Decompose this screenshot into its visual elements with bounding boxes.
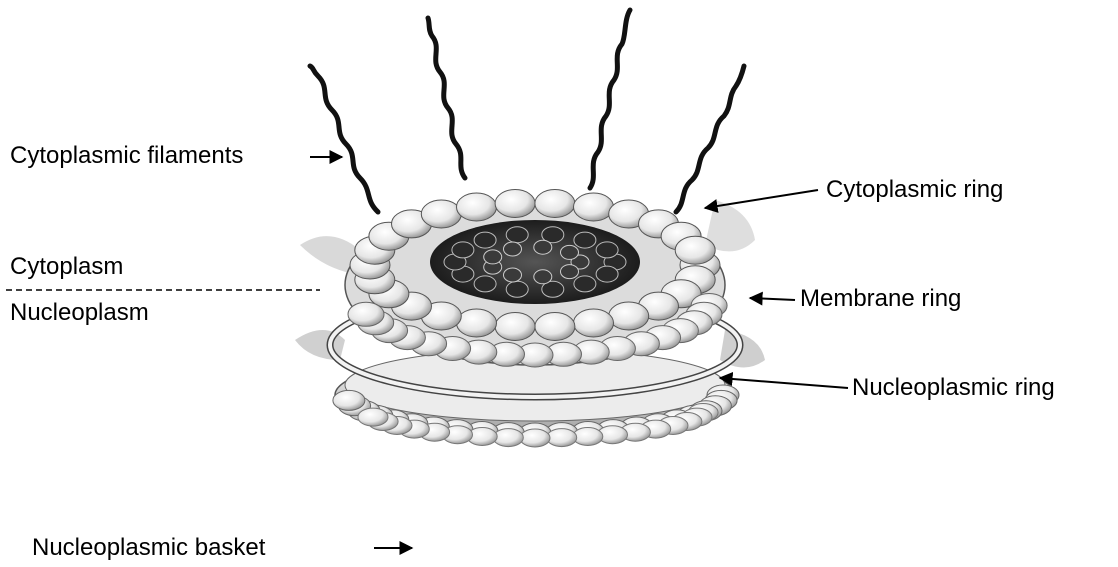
channel-subunit <box>534 270 552 284</box>
cytoplasmic-subunit <box>535 313 575 341</box>
label-nucleoplasmic-ring: Nucleoplasmic ring <box>852 376 1055 400</box>
channel-subunit <box>574 276 596 292</box>
label-nucleoplasmic-basket: Nucleoplasmic basket <box>32 536 265 560</box>
cytoplasmic-subunit <box>495 313 535 341</box>
cytoplasmic-subunit <box>574 193 614 221</box>
arrow-nucleoplasmic-ring <box>720 378 848 388</box>
channel-subunit <box>596 266 618 282</box>
nucleoplasmic-subunit <box>493 429 523 447</box>
cytoplasmic-subunit <box>421 200 461 228</box>
cytoplasmic-subunit <box>348 302 384 326</box>
cytoplasmic-subunit <box>609 302 649 330</box>
channel-subunit <box>596 242 618 258</box>
channel-subunit <box>561 265 579 279</box>
filament-1 <box>310 66 378 212</box>
cytoplasmic-subunit <box>574 309 614 337</box>
label-cytoplasm: Cytoplasm <box>10 255 123 279</box>
channel-subunit <box>504 242 522 256</box>
nucleoplasmic-subunit <box>547 429 577 447</box>
channel-subunit <box>561 245 579 259</box>
channel-subunit <box>474 232 496 248</box>
cytoplasmic-subunit <box>457 193 497 221</box>
nucleoplasmic-subunit <box>520 429 550 447</box>
label-cytoplasmic-ring: Cytoplasmic ring <box>826 178 1003 202</box>
nucleoplasmic-subunit <box>333 390 365 410</box>
channel-subunit <box>484 250 502 264</box>
cytoplasmic-filaments <box>310 10 744 212</box>
cytoplasmic-subunit <box>457 309 497 337</box>
channel-subunit <box>504 268 522 282</box>
channel-subunit <box>506 281 528 297</box>
channel-subunit <box>534 240 552 254</box>
channel-subunit <box>506 227 528 243</box>
filament-4 <box>676 66 744 212</box>
nucleoplasmic-subunit <box>358 408 388 426</box>
channel-subunit <box>474 276 496 292</box>
label-cytoplasmic-filaments: Cytoplasmic filaments <box>10 144 243 168</box>
cytoplasmic-subunit <box>675 236 715 264</box>
channel-subunit <box>574 232 596 248</box>
filament-3 <box>590 10 630 188</box>
nucleoplasmic-subunit <box>573 428 603 446</box>
cytoplasmic-subunit <box>495 190 535 218</box>
filament-2 <box>428 18 465 178</box>
cytoplasmic-subunit <box>535 190 575 218</box>
label-nucleoplasm: Nucleoplasm <box>10 301 149 325</box>
arrow-membrane-ring <box>750 298 795 300</box>
channel-subunit <box>452 242 474 258</box>
label-membrane-ring: Membrane ring <box>800 287 961 311</box>
arrow-cytoplasmic-ring <box>705 190 818 208</box>
